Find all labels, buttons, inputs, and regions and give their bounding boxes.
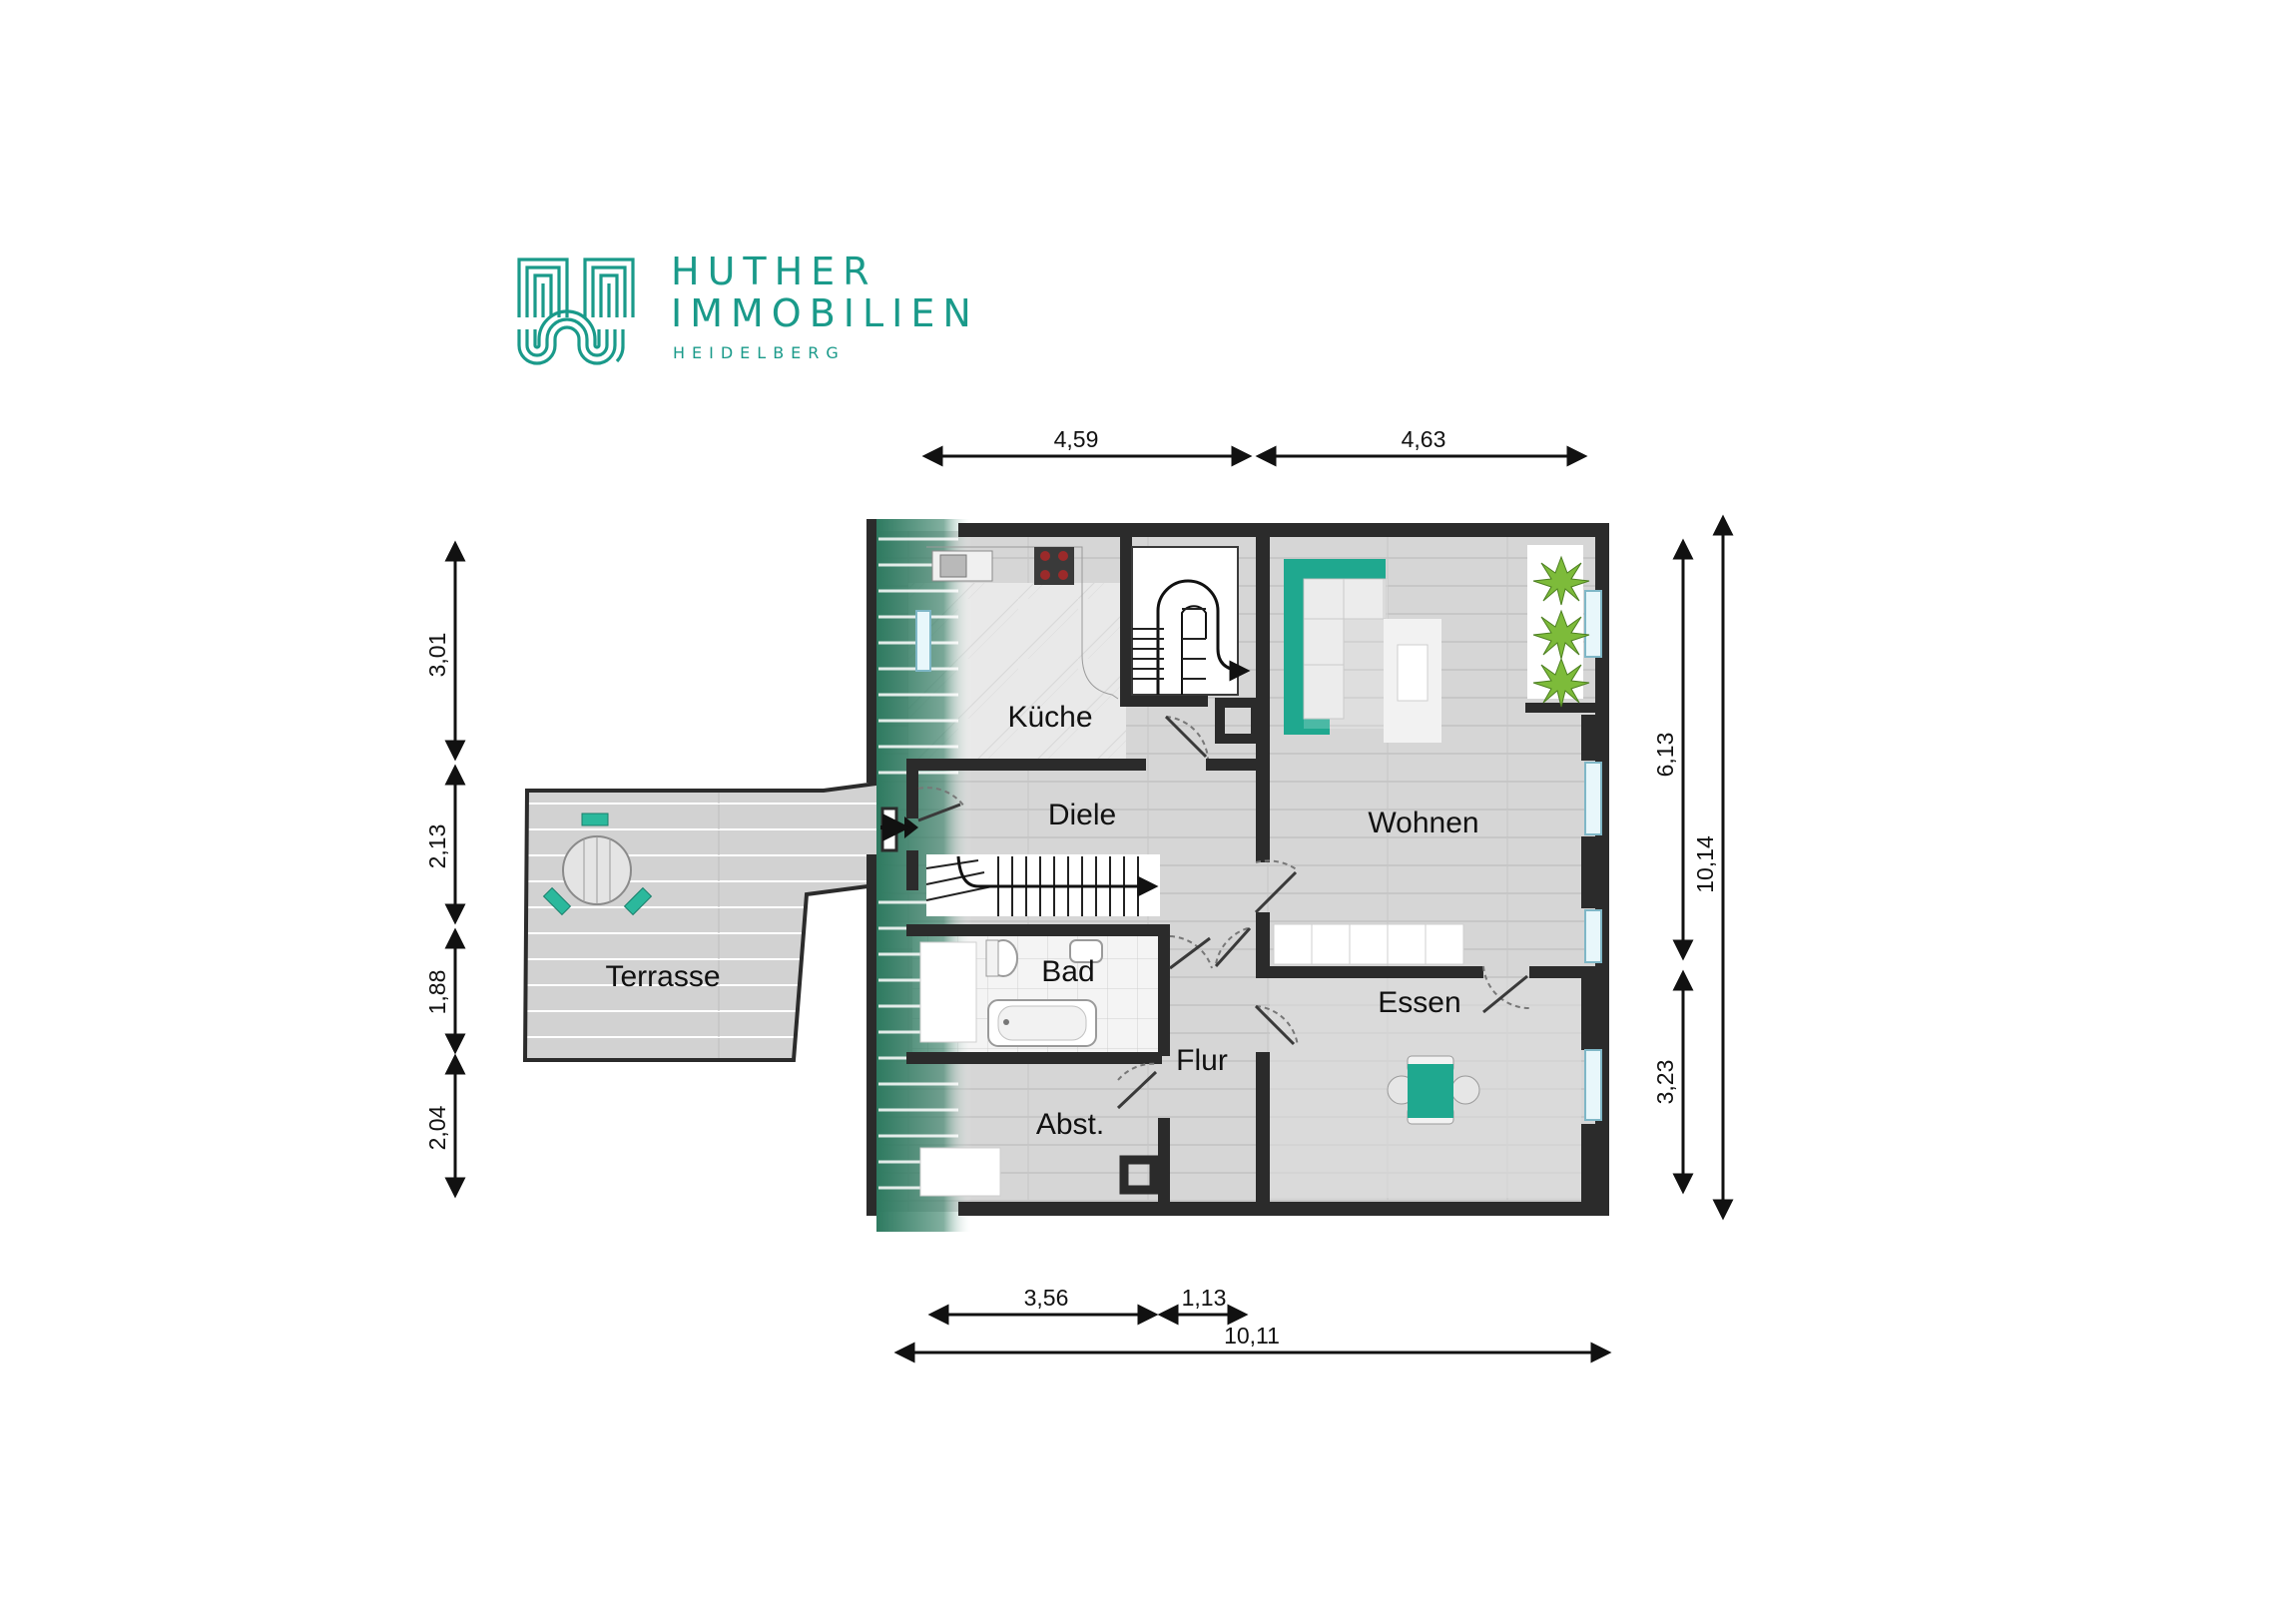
room-label-terrasse: Terrasse <box>605 960 720 993</box>
dim-right-upper: 6,13 <box>1652 733 1678 778</box>
spiral-stairs-icon <box>1131 546 1251 696</box>
room-label-flur: Flur <box>1176 1044 1228 1077</box>
shelves <box>919 941 1001 1197</box>
room-label-abst: Abst. <box>1036 1108 1104 1141</box>
toilet-icon <box>985 939 1018 977</box>
dim-bottom-total: 10,11 <box>1224 1323 1280 1349</box>
cabinet-row <box>1273 923 1464 965</box>
terrace-table-icon <box>542 812 653 916</box>
room-label-wohnen: Wohnen <box>1368 807 1478 839</box>
bathtub-icon <box>987 999 1097 1047</box>
dim-right-total: 10,14 <box>1692 835 1718 893</box>
brand-name-line2: IMMOBILIEN <box>671 291 979 335</box>
dim-top-right: 4,63 <box>1402 426 1446 452</box>
sink-icon <box>1069 939 1103 963</box>
dim-bottom-2: 1,13 <box>1182 1285 1227 1311</box>
dim-right-lower: 3,23 <box>1652 1060 1678 1105</box>
stairs-icon <box>925 854 1160 916</box>
huther-logo-icon <box>517 258 635 365</box>
brand-city: HEIDELBERG <box>673 343 846 362</box>
dim-left-1: 3,01 <box>424 633 450 678</box>
room-label-bad: Bad <box>1041 955 1094 988</box>
doors <box>917 716 1530 1081</box>
terrace <box>522 778 900 1062</box>
room-label-diele: Diele <box>1048 799 1116 831</box>
door-leaves <box>917 715 1528 1110</box>
dim-bottom-1: 3,56 <box>1024 1285 1069 1311</box>
sofa-icon <box>1284 559 1441 743</box>
dim-left-2: 2,13 <box>424 824 450 869</box>
entrance-icon <box>880 807 918 852</box>
dim-top-left: 4,59 <box>1054 426 1099 452</box>
walls <box>866 519 1609 1216</box>
dining-table-icon <box>1387 1055 1480 1125</box>
room-label-essen: Essen <box>1378 986 1460 1019</box>
kitchen-counter <box>926 546 1119 700</box>
plant-icon <box>1527 545 1590 708</box>
windows <box>915 590 1602 1121</box>
dim-left-4: 2,04 <box>424 1105 450 1150</box>
dim-left-3: 1,88 <box>424 970 450 1015</box>
dimension-lines <box>444 445 1734 1363</box>
room-label-kueche: Küche <box>1007 701 1092 734</box>
brand-name-line1: HUTHER <box>671 250 877 293</box>
